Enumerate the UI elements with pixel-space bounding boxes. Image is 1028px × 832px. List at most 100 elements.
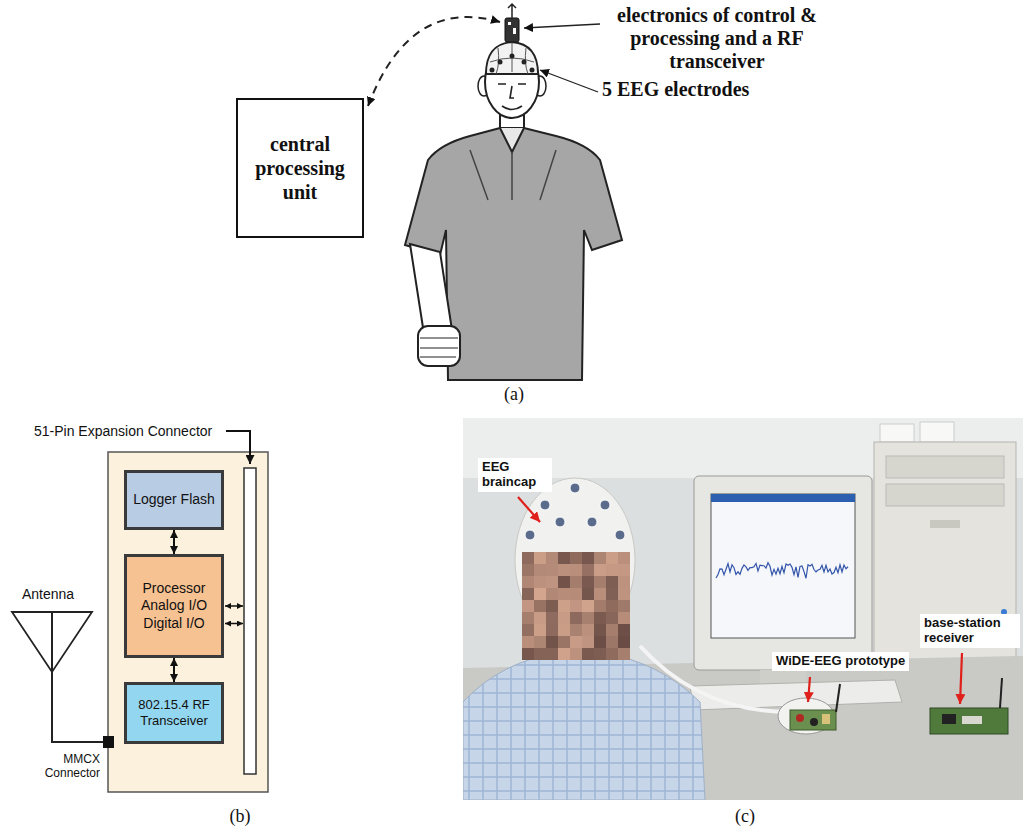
node-text: central processing unit (244, 132, 356, 204)
container (880, 424, 914, 442)
memory-block: Logger Flash (124, 470, 224, 530)
panel-label: (c) (721, 806, 769, 827)
face-pixel (618, 564, 630, 576)
face-pixel (546, 636, 558, 648)
face-pixel (618, 648, 630, 660)
face-pixel (582, 636, 594, 648)
mmcx-connector (103, 736, 114, 748)
electrode (570, 483, 580, 493)
face-pixel (594, 600, 606, 612)
face-pixel (522, 600, 534, 612)
face-pixel (522, 612, 534, 624)
electrode (498, 60, 503, 65)
electrode (490, 68, 495, 73)
board-outline (108, 452, 268, 792)
face-pixel (558, 588, 570, 600)
face-pixel (582, 624, 594, 636)
drive-bay (886, 484, 1004, 506)
monitor-stand (760, 670, 806, 684)
face-pixel (606, 600, 618, 612)
photo-callout: base-station receiver (920, 614, 1020, 648)
wall (463, 418, 1023, 800)
face-pixel (582, 552, 594, 564)
leader-line (540, 70, 598, 92)
pointer-arrow (518, 497, 540, 522)
face-pixel (606, 552, 618, 564)
face-pixel (522, 636, 534, 648)
face-pixel (582, 588, 594, 600)
face-pixel (570, 612, 582, 624)
face-pixel (558, 636, 570, 648)
face-pixel (534, 636, 546, 648)
face-pixel (534, 624, 546, 636)
bus-arrow (173, 530, 175, 554)
face-features (498, 84, 526, 110)
face-pixel (582, 612, 594, 624)
prototype-board (790, 710, 836, 730)
component (796, 714, 804, 722)
antenna-feed (52, 612, 104, 742)
electrode (615, 530, 625, 540)
face-pixel (618, 636, 630, 648)
face-pixel (606, 624, 618, 636)
io-arrow (225, 605, 243, 607)
panel-label: (b) (216, 806, 264, 827)
transceiver-block: 802.15.4 RF Transceiver (124, 682, 224, 744)
face-pixel (594, 588, 606, 600)
face-pixel (558, 648, 570, 660)
face-pixel (582, 576, 594, 588)
component (822, 714, 830, 724)
shirt (463, 652, 705, 800)
electrode (530, 68, 535, 73)
face-pixel (594, 636, 606, 648)
face-pixel (570, 552, 582, 564)
face-pixel (522, 564, 534, 576)
face-pixel (522, 624, 534, 636)
face-pixel (618, 576, 630, 588)
electrode (510, 54, 515, 59)
photo-callout: EEG braincap (478, 458, 552, 492)
face-pixel (582, 648, 594, 660)
pointer-arrow (960, 653, 962, 704)
antenna-symbol (508, 4, 516, 18)
component (810, 718, 818, 726)
face-pixel (570, 648, 582, 660)
face-pixel (534, 552, 546, 564)
forearm (410, 244, 452, 334)
face-pixel (534, 576, 546, 588)
node-text: Logger Flash (133, 491, 215, 509)
module-chip (508, 22, 511, 25)
face-pixel (594, 576, 606, 588)
monitor-screen (711, 494, 855, 638)
face-pixel (534, 588, 546, 600)
face-pixel (618, 588, 630, 600)
eeg-trace (716, 563, 848, 579)
face-pixel (582, 564, 594, 576)
panel-label: (a) (490, 384, 538, 405)
electrode (522, 60, 527, 65)
face-pixel (594, 564, 606, 576)
fist (418, 326, 460, 366)
connector-label: MMCX Connector (36, 752, 100, 781)
callout-label: electronics of control & processing and … (606, 4, 828, 73)
base-station-board (930, 708, 1008, 734)
face-pixel (546, 552, 558, 564)
face-pixel (558, 624, 570, 636)
face-pixel (558, 600, 570, 612)
electrode (525, 530, 535, 540)
component (942, 714, 956, 724)
shirt-folds (470, 150, 556, 200)
component (962, 716, 982, 724)
face-pixel (534, 600, 546, 612)
face-pixel (522, 576, 534, 588)
face-pixel (570, 600, 582, 612)
expansion-connector (244, 468, 256, 774)
face-pixel (570, 576, 582, 588)
face-pixel (618, 552, 630, 564)
leader-arrow (226, 431, 250, 464)
face-pixel (558, 612, 570, 624)
face-pixel (546, 624, 558, 636)
bus-arrow (173, 658, 175, 682)
node-text: Digital I/O (143, 615, 204, 633)
face-pixel (594, 552, 606, 564)
